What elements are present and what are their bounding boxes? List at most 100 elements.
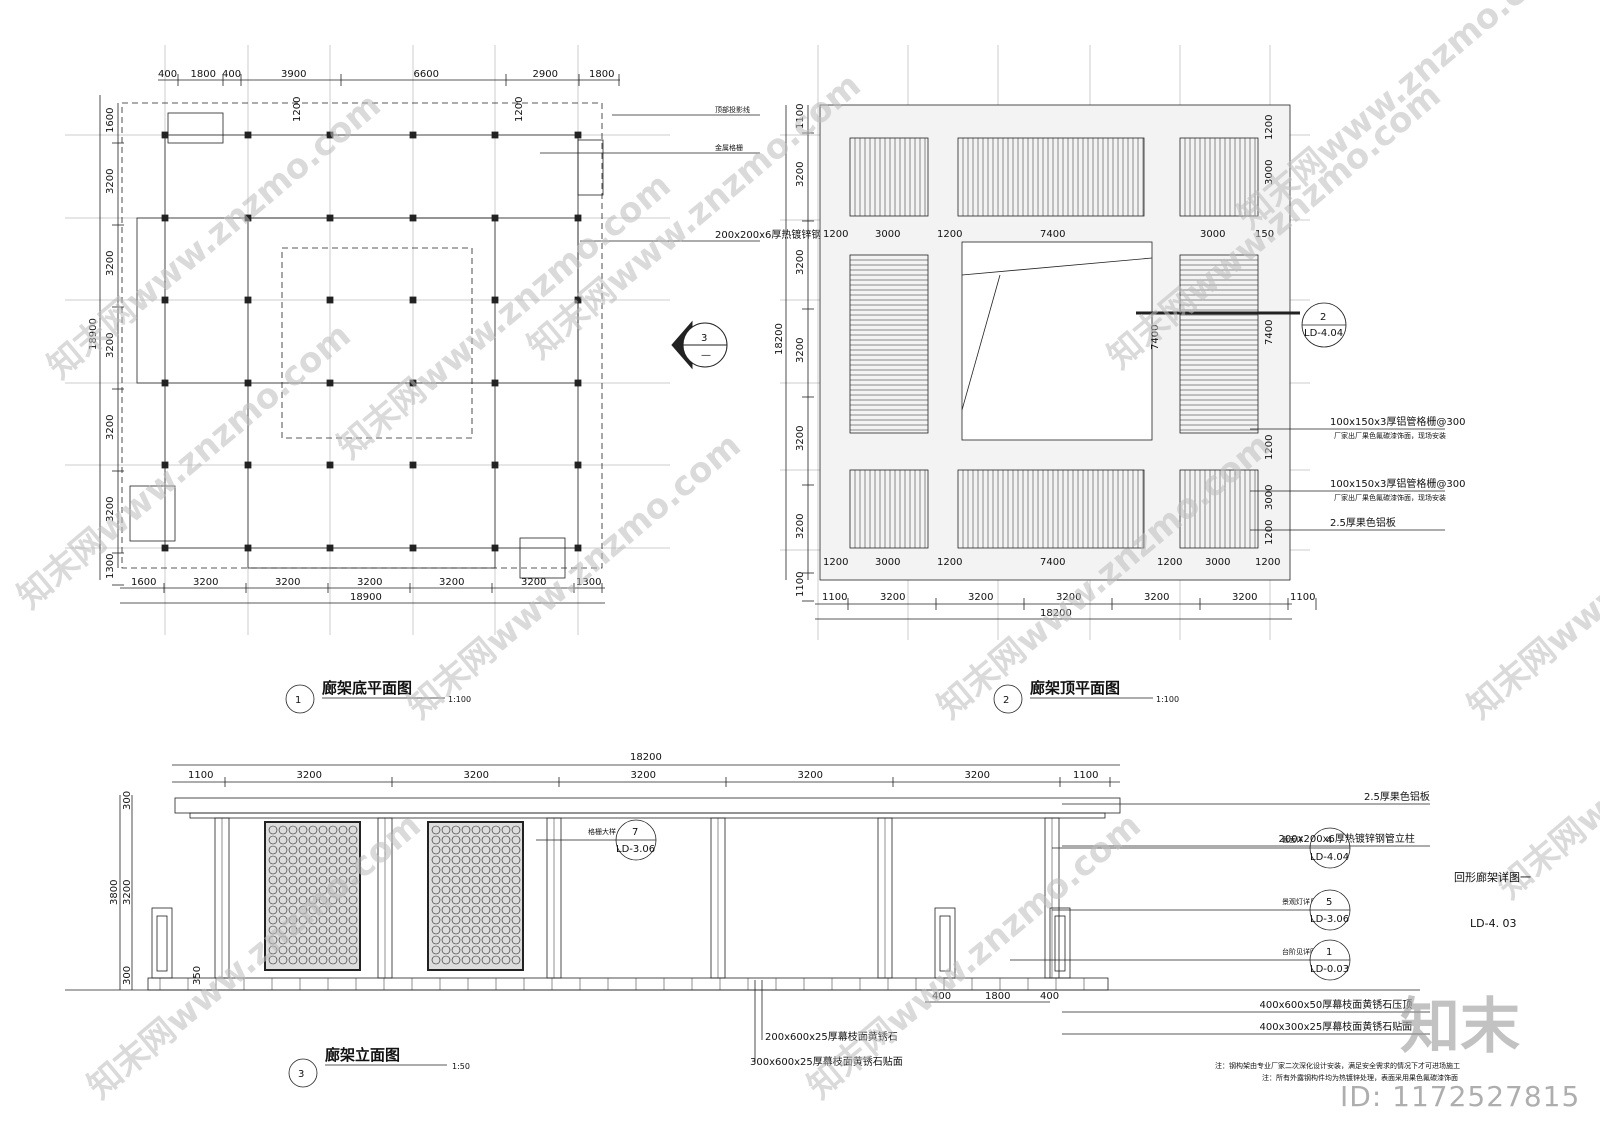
screen-ornament — [461, 955, 471, 965]
screen-ornament — [441, 875, 451, 885]
screen-ornament — [338, 955, 348, 965]
column-mark — [161, 461, 169, 469]
dim-text-bottom: 1100 — [822, 592, 847, 603]
dim-text-bottom: 1100 — [1290, 592, 1315, 603]
courtyard-dashed — [281, 247, 473, 439]
column-mark — [326, 214, 334, 222]
screen-ornament — [268, 915, 278, 925]
screen-ornament — [491, 845, 501, 855]
screen-ornament — [461, 865, 471, 875]
screen-ornament — [501, 915, 511, 925]
ref-sheet: LD-3.06 — [616, 844, 655, 855]
screen-ornament — [451, 875, 461, 885]
screen-ornament — [511, 825, 521, 835]
screen-ornament — [268, 935, 278, 945]
screen-ornament — [491, 825, 501, 835]
screen-ornament — [318, 905, 328, 915]
screen-ornament — [268, 925, 278, 935]
screen-ornament — [491, 925, 501, 935]
dim-total-bottom: 18900 — [350, 592, 382, 603]
dim-text-left: 3200 — [105, 251, 116, 276]
dim-inner-right: 3000 — [1264, 485, 1275, 510]
column-mark — [491, 379, 499, 387]
title-circle — [993, 684, 1023, 714]
dim-text-left: 3200 — [105, 497, 116, 522]
frame-band — [247, 217, 496, 569]
dim-text-left: 1100 — [795, 104, 806, 129]
column-mark — [409, 296, 417, 304]
elev-scale: 1:50 — [452, 1062, 470, 1071]
screen-ornament — [328, 855, 338, 865]
ref-label: 景观灯详见 — [1282, 897, 1317, 906]
plan1-note: 200x200x6厚热镀锌钢管立柱 — [715, 228, 851, 241]
screen-ornament — [338, 945, 348, 955]
dim-text-top: 400 — [222, 69, 241, 80]
screen-ornament — [511, 865, 521, 875]
screen-ornament — [471, 875, 481, 885]
screen-ornament — [491, 865, 501, 875]
screen-ornament — [348, 835, 358, 845]
screen-ornament — [451, 835, 461, 845]
screen-ornament — [338, 925, 348, 935]
screen-ornament — [461, 895, 471, 905]
screen-ornament — [278, 895, 288, 905]
elev-bottom-dim: 400 — [932, 991, 951, 1002]
screen-ornament — [318, 925, 328, 935]
screen-ornament — [511, 915, 521, 925]
dim-inner: 1200 — [514, 97, 525, 122]
ref-number: 7 — [632, 827, 638, 838]
elev-top-dim: 3200 — [965, 770, 990, 781]
screen-ornament — [471, 935, 481, 945]
screen-ornament — [338, 845, 348, 855]
screen-ornament — [278, 865, 288, 875]
column-mark — [326, 379, 334, 387]
screen-ornament — [338, 935, 348, 945]
plan1-note: 顶部投影线 — [715, 105, 750, 114]
screen-ornament — [471, 835, 481, 845]
beam-frame — [164, 134, 579, 549]
screen-ornament — [431, 825, 441, 835]
screen-ornament — [501, 885, 511, 895]
screen-ornament — [348, 935, 358, 945]
screen-ornament — [308, 865, 318, 875]
footnote: 注：所有外露钢构件均为热镀锌处理，表面采用果色氟碳漆饰面 — [1262, 1073, 1458, 1082]
screen-ornament — [318, 835, 328, 845]
elev-note-bottom: 200x600x25厚幕枝面黄锈石 — [765, 1030, 898, 1043]
screen-ornament — [451, 865, 461, 875]
screen-ornament — [298, 855, 308, 865]
bench-bottom-right — [519, 537, 566, 579]
roof-beam — [174, 797, 1121, 814]
elev-top-dim: 1100 — [188, 770, 213, 781]
screen-ornament — [481, 895, 491, 905]
screen-ornament — [298, 865, 308, 875]
screen-ornament — [491, 875, 501, 885]
dim-text-bottom: 3200 — [275, 577, 300, 588]
screen-ornament — [441, 885, 451, 895]
screen-ornament — [308, 955, 318, 965]
screen-ornament — [348, 885, 358, 895]
plan1-scale: 1:100 — [448, 695, 471, 704]
screen-ornament — [318, 895, 328, 905]
screen-ornament — [338, 905, 348, 915]
screen-ornament — [288, 835, 298, 845]
screen-ornament — [491, 895, 501, 905]
screen-ornament — [441, 915, 451, 925]
screen-ornament — [481, 845, 491, 855]
base-plinth — [147, 977, 1109, 991]
dim-text-left: 1600 — [105, 108, 116, 133]
lamp-inner — [1054, 915, 1066, 972]
dim-inner-bottom: 3000 — [875, 557, 900, 568]
dim-text-bottom: 3200 — [880, 592, 905, 603]
screen-ornament — [268, 885, 278, 895]
screen-ornament — [431, 915, 441, 925]
grille-panel — [1179, 137, 1259, 217]
screen-ornament — [318, 885, 328, 895]
dim-text-bottom: 3200 — [357, 577, 382, 588]
screen-ornament — [318, 855, 328, 865]
dim-inner-top: 1200 — [823, 229, 848, 240]
screen-ornament — [298, 925, 308, 935]
screen-ornament — [481, 825, 491, 835]
column-mark — [326, 296, 334, 304]
screen-ornament — [318, 915, 328, 925]
